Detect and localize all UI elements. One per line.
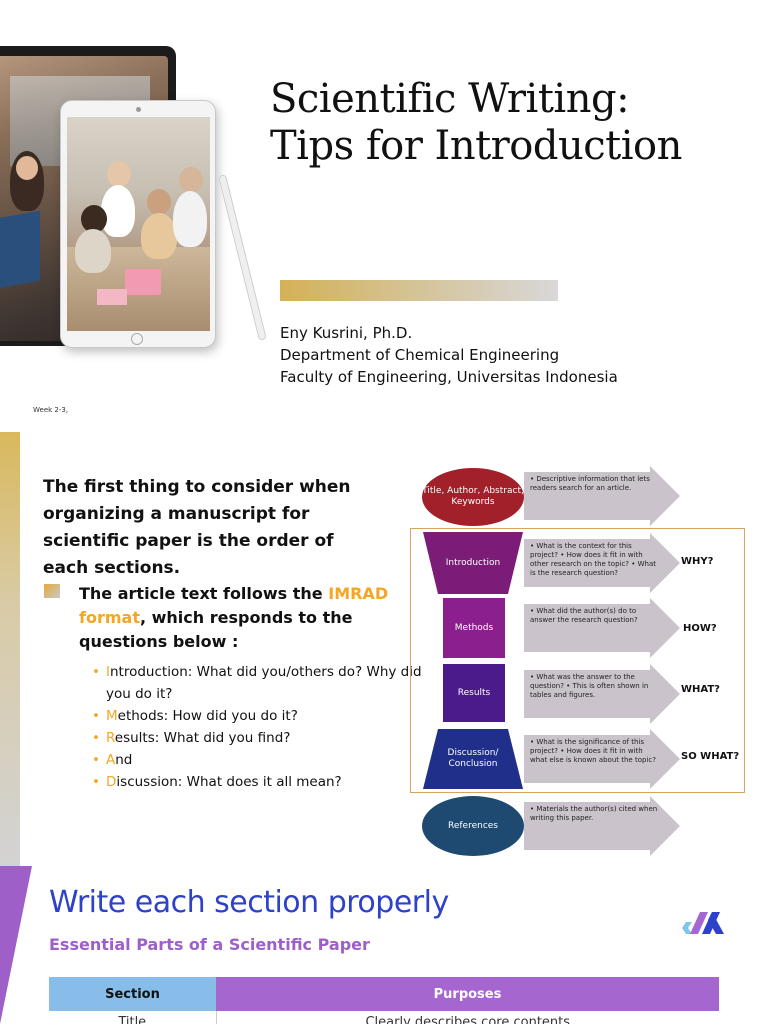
tablet-image <box>60 100 216 348</box>
table-cell: Title <box>118 1014 147 1024</box>
sections-slide: Write each section properly Essential Pa… <box>0 866 768 1024</box>
list-item: Introduction: What did you/others do? Wh… <box>92 661 422 705</box>
sections-table: Section Purposes Title Clearly describes… <box>49 977 719 1024</box>
purple-corner-accent <box>0 866 32 1024</box>
square-bullet-icon <box>44 584 60 598</box>
list-item: Results: What did you find? <box>92 727 422 749</box>
slide-title: Scientific Writing: Tips for Introductio… <box>270 76 682 169</box>
author-block: Eny Kusrini, Ph.D. Department of Chemica… <box>280 322 618 388</box>
column-header-purposes: Purposes <box>216 977 719 1011</box>
author-name: Eny Kusrini, Ph.D. <box>280 324 413 342</box>
imrad-slide: The first thing to consider when organiz… <box>0 432 768 866</box>
slide-subheading: Essential Parts of a Scientific Paper <box>49 935 370 954</box>
list-item: Methods: How did you do it? <box>92 705 422 727</box>
stylus-image <box>218 174 267 341</box>
title-arrow: • Descriptive information that lets read… <box>524 466 680 526</box>
column-header-section: Section <box>49 977 216 1011</box>
references-ellipse: References <box>422 796 524 856</box>
week-label: Week 2-3, <box>33 406 69 414</box>
introduction-label: Introduction <box>445 557 501 568</box>
gold-side-strip <box>0 432 20 866</box>
what-label: WHAT? <box>681 684 720 695</box>
discussion-trapezoid <box>423 729 523 789</box>
discussion-label: Discussion/ Conclusion <box>447 748 499 769</box>
methods-box: Methods <box>443 598 505 658</box>
gold-divider <box>280 280 558 301</box>
brand-logo-icon <box>682 912 724 934</box>
table-header-row: Section Purposes <box>49 977 719 1011</box>
discussion-arrow: • What is the significance of this proje… <box>524 729 680 789</box>
table-row: Title Clearly describes core contents <box>49 1011 719 1024</box>
how-label: HOW? <box>683 623 717 634</box>
slide-heading: Write each section properly <box>49 885 449 920</box>
introduction-arrow: • What is the context for this project? … <box>524 533 680 593</box>
results-box: Results <box>443 664 505 722</box>
imrad-statement: The article text follows the IMRAD forma… <box>79 584 389 651</box>
list-item: And <box>92 749 422 771</box>
laptop-screen-blue <box>0 210 40 292</box>
list-item: Discussion: What does it all mean? <box>92 771 422 793</box>
imrad-frame <box>410 528 745 793</box>
why-label: WHY? <box>681 556 714 567</box>
intro-paragraph: The first thing to consider when organiz… <box>43 477 351 578</box>
faculty: Faculty of Engineering, Universitas Indo… <box>280 368 618 386</box>
title-slide: Scientific Writing: Tips for Introductio… <box>0 0 768 430</box>
table-cell: Clearly describes core contents <box>215 1011 719 1024</box>
methods-arrow: • What did the author(s) do to answer th… <box>524 598 680 658</box>
imrad-question-list: Introduction: What did you/others do? Wh… <box>92 661 422 793</box>
department: Department of Chemical Engineering <box>280 346 560 364</box>
introduction-trapezoid <box>423 532 523 594</box>
results-arrow: • What was the answer to the question? •… <box>524 664 680 724</box>
so-what-label: SO WHAT? <box>681 751 740 762</box>
title-ellipse: Title, Author, Abstract, Keywords <box>422 468 524 526</box>
references-arrow: • Materials the author(s) cited when wri… <box>524 796 680 856</box>
